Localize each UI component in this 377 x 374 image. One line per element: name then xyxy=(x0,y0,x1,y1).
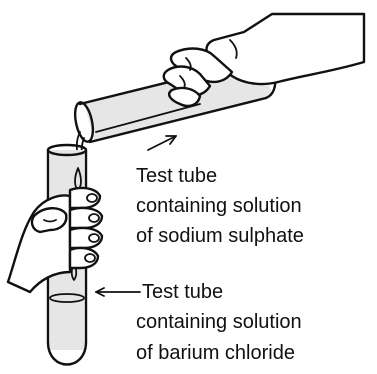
pointer-upper xyxy=(148,136,176,150)
lower-label-line3: of barium chloride xyxy=(136,342,295,364)
lower-tube-label: Test tube containing solution of barium … xyxy=(136,281,302,364)
upper-tube-label: Test tube containing solution of sodium … xyxy=(136,165,304,247)
upper-label-line2: containing solution xyxy=(136,195,302,217)
pointer-lower xyxy=(96,288,140,296)
upper-label-line1: Test tube xyxy=(136,165,217,187)
lower-label-line2: containing solution xyxy=(136,311,302,333)
upper-label-line3: of sodium sulphate xyxy=(136,225,304,247)
lower-label-line1: Test tube xyxy=(142,281,223,303)
